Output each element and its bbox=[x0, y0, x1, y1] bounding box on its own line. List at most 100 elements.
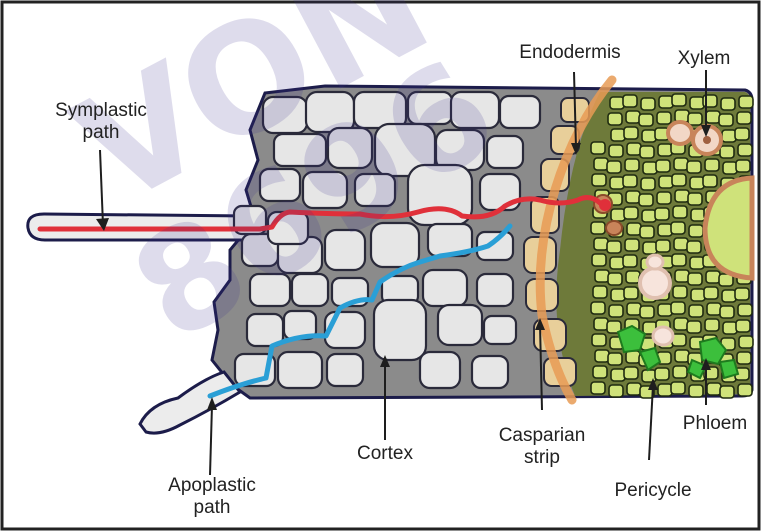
label-pericycle: Pericycle bbox=[598, 480, 708, 502]
vascular-cell bbox=[675, 190, 689, 202]
vascular-cell bbox=[624, 367, 638, 379]
vascular-cell bbox=[624, 127, 638, 139]
vascular-cell bbox=[723, 162, 737, 174]
vascular-cell bbox=[611, 129, 625, 141]
cortex-cell bbox=[374, 300, 426, 360]
vascular-cell bbox=[722, 130, 736, 142]
vascular-cell bbox=[592, 254, 606, 266]
cortex-cell bbox=[477, 274, 513, 306]
vascular-cell bbox=[639, 114, 653, 126]
vascular-cell bbox=[639, 194, 653, 206]
vascular-cell bbox=[675, 350, 689, 362]
vascular-cell bbox=[592, 174, 606, 186]
vascular-cell bbox=[738, 384, 752, 396]
vascular-cell bbox=[674, 238, 688, 250]
vascular-cell bbox=[688, 193, 702, 205]
vascular-cell bbox=[659, 176, 673, 188]
vascular-cell bbox=[623, 175, 637, 187]
vascular-cell bbox=[625, 159, 639, 171]
vascular-cell bbox=[671, 302, 685, 314]
vascular-cell bbox=[737, 352, 751, 364]
vascular-cell bbox=[610, 177, 624, 189]
vascular-cell bbox=[611, 289, 625, 301]
cortex-cell bbox=[260, 169, 300, 201]
xylem-vessel bbox=[606, 221, 622, 235]
vascular-cell bbox=[642, 130, 656, 142]
vascular-cell bbox=[626, 351, 640, 363]
cortex-cell bbox=[500, 96, 540, 128]
vascular-cell bbox=[608, 273, 622, 285]
vascular-cell bbox=[671, 382, 685, 394]
cortex-cell bbox=[274, 134, 326, 166]
vascular-cell bbox=[592, 334, 606, 346]
vascular-cell bbox=[658, 384, 672, 396]
vascular-cell bbox=[641, 178, 655, 190]
vascular-cell bbox=[623, 95, 637, 107]
vascular-cell bbox=[642, 210, 656, 222]
vascular-cell bbox=[655, 368, 669, 380]
vascular-cell bbox=[608, 353, 622, 365]
vascular-cell bbox=[627, 223, 641, 235]
cortex-cell bbox=[292, 274, 328, 306]
label-cortex: Cortex bbox=[340, 443, 430, 465]
vascular-cell bbox=[687, 321, 701, 333]
cortex-cell bbox=[451, 92, 499, 128]
vascular-cell bbox=[595, 350, 609, 362]
symplastic-path-end bbox=[599, 199, 611, 211]
vascular-cell bbox=[736, 320, 750, 332]
vascular-cell bbox=[626, 271, 640, 283]
vascular-cell bbox=[703, 175, 717, 187]
vascular-cell bbox=[623, 255, 637, 267]
vascular-cell bbox=[640, 226, 654, 238]
vascular-cell bbox=[610, 97, 624, 109]
vascular-cell bbox=[657, 112, 671, 124]
vascular-cell bbox=[691, 209, 705, 221]
xylem-vessel bbox=[668, 122, 692, 144]
label-xylem: Xylem bbox=[664, 48, 744, 70]
vascular-cell bbox=[626, 191, 640, 203]
vascular-cell bbox=[706, 271, 720, 283]
vascular-cell bbox=[626, 111, 640, 123]
vascular-cell bbox=[674, 318, 688, 330]
vascular-cell bbox=[739, 96, 753, 108]
vascular-cell bbox=[594, 238, 608, 250]
vascular-cell bbox=[690, 177, 704, 189]
vascular-cell bbox=[720, 386, 734, 398]
vascular-cell bbox=[656, 160, 670, 172]
vascular-cell bbox=[691, 289, 705, 301]
vascular-cell bbox=[672, 254, 686, 266]
cortex-cell bbox=[278, 352, 322, 388]
vascular-cell bbox=[591, 222, 605, 234]
cortex-cell bbox=[354, 92, 406, 128]
vascular-cell bbox=[611, 369, 625, 381]
vascular-cell bbox=[656, 240, 670, 252]
vascular-cell bbox=[707, 383, 721, 395]
vascular-cell bbox=[658, 144, 672, 156]
vascular-cell bbox=[721, 98, 735, 110]
cortex-cell bbox=[325, 230, 365, 270]
xylem-vessel bbox=[653, 327, 673, 345]
cortex-cell bbox=[423, 270, 467, 306]
cortex-cell bbox=[250, 274, 290, 306]
vascular-cell bbox=[643, 162, 657, 174]
vascular-cell bbox=[735, 128, 749, 140]
vascular-cell bbox=[640, 306, 654, 318]
cortex-cell bbox=[306, 92, 354, 132]
vascular-cell bbox=[688, 273, 702, 285]
vascular-cell bbox=[593, 286, 607, 298]
vascular-cell bbox=[687, 241, 701, 253]
vascular-cell bbox=[687, 161, 701, 173]
vascular-cell bbox=[591, 302, 605, 314]
vascular-cell bbox=[671, 222, 685, 234]
vascular-cell bbox=[673, 366, 687, 378]
vascular-cell bbox=[594, 158, 608, 170]
vascular-cell bbox=[706, 111, 720, 123]
vascular-cell bbox=[609, 385, 623, 397]
vascular-cell bbox=[627, 383, 641, 395]
vascular-cell bbox=[738, 304, 752, 316]
vascular-cell bbox=[735, 288, 749, 300]
cortex-cell bbox=[408, 92, 452, 124]
vascular-cell bbox=[690, 257, 704, 269]
vascular-cell bbox=[608, 113, 622, 125]
